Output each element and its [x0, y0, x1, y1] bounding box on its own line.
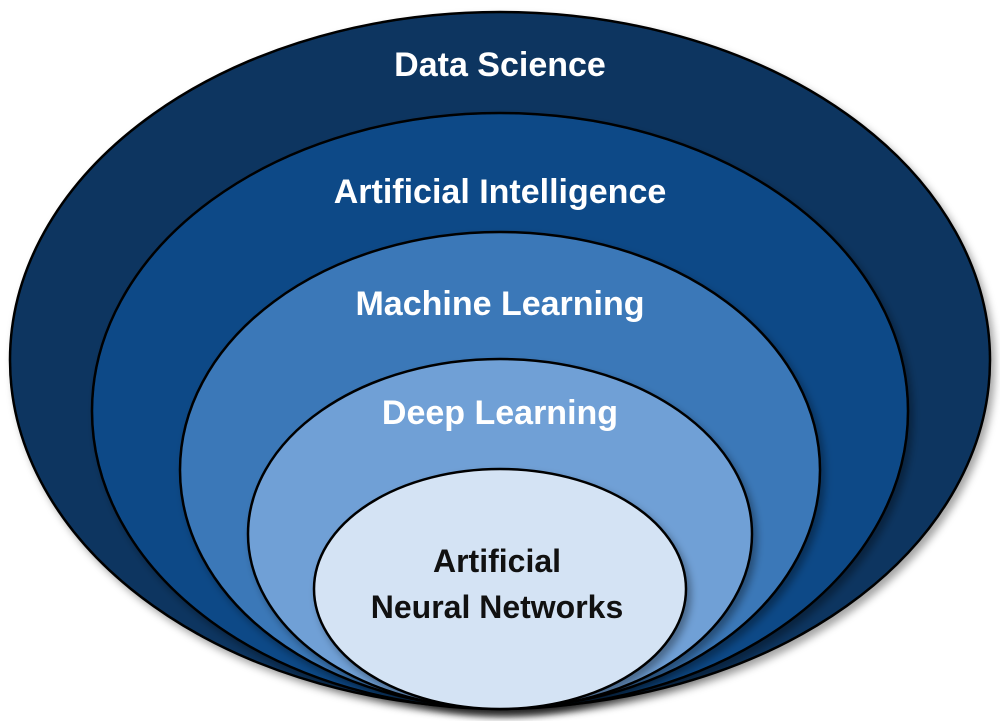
- label-deep-learning: Deep Learning: [382, 394, 618, 432]
- label-artificial-intelligence: Artificial Intelligence: [334, 173, 667, 211]
- label-artificial-neural-networks-line2: Neural Networks: [371, 589, 624, 625]
- layer-artificial-neural-networks: [312, 467, 688, 711]
- label-machine-learning: Machine Learning: [355, 285, 644, 323]
- label-data-science: Data Science: [394, 46, 606, 84]
- label-artificial-neural-networks-line1: Artificial: [433, 543, 561, 579]
